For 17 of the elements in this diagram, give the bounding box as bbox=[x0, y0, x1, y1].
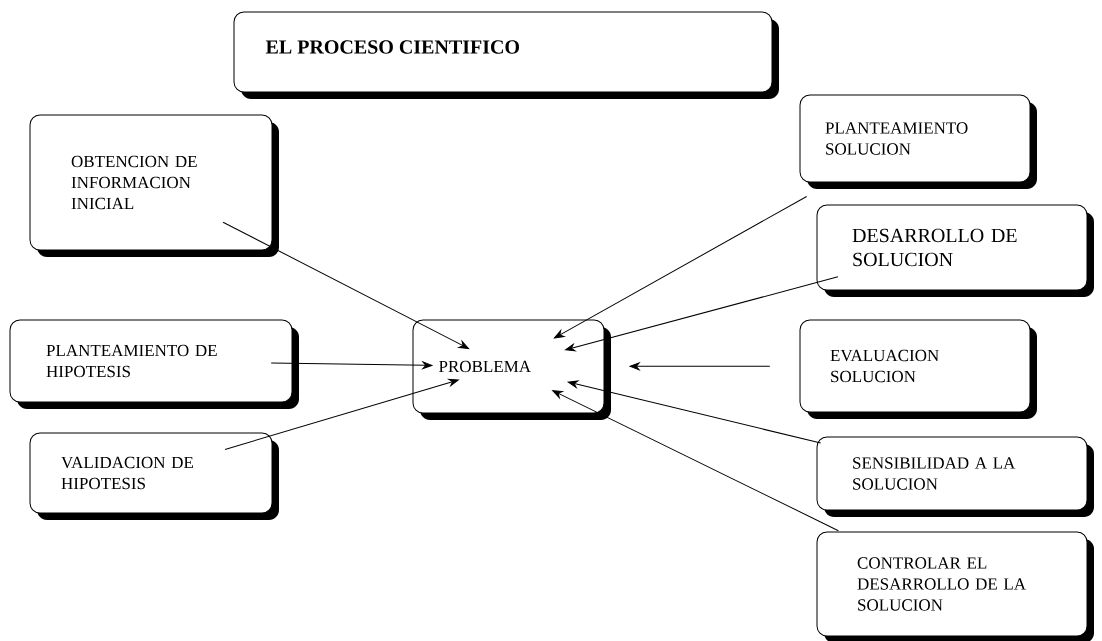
process-box: VALIDACION DE HIPOTESIS bbox=[29, 432, 279, 520]
process-box: PROBLEMA bbox=[412, 319, 611, 420]
arrow bbox=[629, 362, 771, 371]
arrow bbox=[224, 378, 459, 450]
process-box: DESARROLLO DE SOLUCION bbox=[816, 204, 1094, 297]
process-box: PLANTEAMIENTO SOLUCION bbox=[799, 94, 1037, 189]
arrow bbox=[554, 196, 808, 339]
process-box: OBTENCION DE INFORMACION INICIAL bbox=[29, 114, 279, 257]
arrow bbox=[222, 221, 470, 349]
arrow bbox=[567, 380, 822, 444]
process-box: CONTROLAR EL DESARROLLO DE LA SOLUCION bbox=[816, 531, 1094, 641]
process-box: PLANTEAMIENTO DE HIPOTESIS bbox=[9, 319, 299, 409]
process-box: SENSIBILIDAD A LA SOLUCION bbox=[816, 436, 1094, 517]
title-box: EL PROCESO CIENTIFICO bbox=[233, 11, 779, 99]
arrow bbox=[270, 361, 433, 370]
process-box: EVALUACION SOLUCION bbox=[799, 319, 1037, 419]
arrow bbox=[565, 276, 839, 352]
